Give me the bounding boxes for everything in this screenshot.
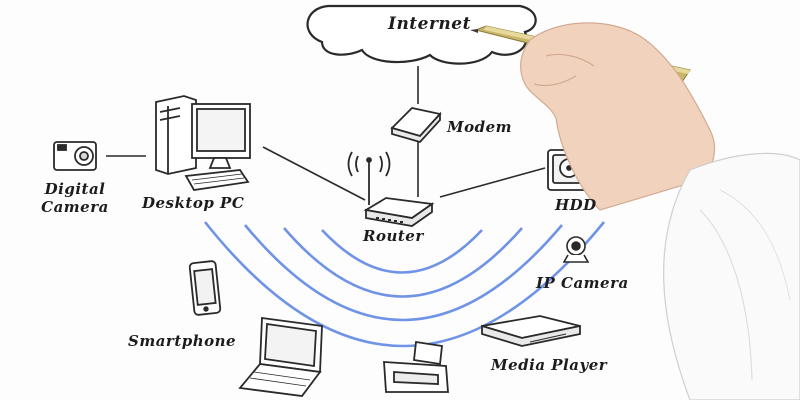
internet-label: Internet: [388, 14, 471, 34]
wifi-arc-3: [243, 224, 563, 322]
line-router-desktop: [262, 146, 366, 201]
desktop-pc-label: Desktop PC: [142, 194, 245, 212]
media-player-icon: [481, 315, 581, 347]
hdd-label: HDD: [555, 196, 597, 214]
desktop-pc-icon: [155, 95, 251, 191]
wifi-arcs: [203, 221, 606, 348]
digital-camera-label-line2: Camera: [41, 198, 109, 216]
modem-icon: [390, 107, 442, 144]
media-player-label: Media Player: [491, 356, 608, 374]
printer-icon: [383, 340, 449, 393]
connection-lines: [106, 66, 546, 201]
modem-label: Modem: [447, 118, 513, 136]
ip-camera-icon: [562, 236, 590, 263]
digital-camera-icon: [53, 141, 97, 171]
wifi-arc-2: [283, 227, 523, 298]
laptop-icon: [238, 316, 323, 397]
smartphone-icon: [188, 260, 222, 316]
smartphone-label: Smartphone: [128, 332, 237, 350]
digital-camera-label-line1: Digital: [44, 180, 106, 198]
hand-illustration: [520, 22, 800, 400]
router-label: Router: [363, 227, 424, 245]
ip-camera-label: IP Camera: [536, 274, 629, 292]
router-icon: [347, 151, 435, 227]
wifi-arc-4: [203, 221, 606, 348]
wifi-arc-1: [321, 229, 483, 274]
cloud-icon: [306, 4, 537, 65]
line-router-hdd: [439, 167, 546, 198]
